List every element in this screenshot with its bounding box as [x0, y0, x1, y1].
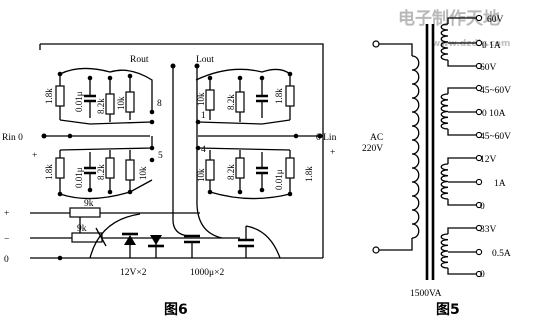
secondary-coil: [440, 23, 449, 61]
tap-terminal: [475, 224, 483, 232]
right-channel: [195, 68, 299, 200]
tap-terminal: [475, 14, 483, 22]
label-r-1k8-lb: 1.8k: [44, 164, 54, 180]
label-r-9k-bottom: 9k: [77, 224, 87, 234]
label-plus-left: +: [32, 151, 37, 161]
tap-label: 33V: [480, 225, 497, 235]
tap-terminal: [475, 62, 483, 70]
label-r-1k8-lt: 1.8k: [44, 88, 54, 104]
label-caps: 1000μ×2: [190, 268, 224, 278]
zener-diodes: [122, 232, 164, 258]
tap-label: 60V: [480, 63, 497, 73]
tap-terminal: [475, 178, 483, 186]
secondary-coil: [440, 233, 449, 269]
label-c-rb: 0.01μ: [274, 169, 284, 190]
tap-terminal: [475, 131, 483, 139]
label-minus-rail: −: [4, 235, 9, 245]
tap-label: 45~60V: [480, 132, 511, 142]
tap-label: 0: [480, 202, 485, 212]
label-plus-rail: +: [4, 209, 9, 219]
tap-label: 0 1A: [482, 41, 501, 51]
label-pin-4: 4: [201, 145, 206, 155]
label-r-1k8-rt: 1.8k: [274, 88, 284, 104]
tap-label: 60V: [487, 15, 504, 25]
secondary-coil: [440, 163, 449, 200]
label-plus-right: +: [330, 148, 335, 158]
fig6-board: [30, 43, 324, 261]
label-primary: AC 220V: [362, 133, 386, 154]
label-r-10k-rb: 10k: [196, 168, 206, 182]
filter-capacitors: [184, 226, 254, 258]
fig6-caption: 图6: [164, 302, 188, 318]
label-primary-line1: AC: [370, 133, 383, 143]
tap-terminal: [475, 201, 483, 209]
tap-label: 45~60V: [480, 86, 511, 96]
label-r-10k-lt: 10k: [116, 96, 126, 110]
label-r-8k2-lt: 8.2k: [96, 98, 106, 114]
label-ground-rail: 0: [4, 255, 9, 265]
label-pin-5: 5: [158, 151, 163, 161]
label-r-1k8-rb: 1.8k: [304, 166, 314, 182]
secondary-lead: [447, 17, 476, 67]
tap-terminal: [475, 108, 483, 116]
secondary-lead: [447, 87, 476, 136]
label-lout: Lout: [196, 55, 214, 65]
label-rin: Rin 0: [2, 133, 23, 143]
fig5-transformer: [372, 14, 483, 280]
tap-terminal: [475, 270, 483, 278]
tap-terminal: [475, 248, 483, 256]
tap-terminal: [475, 154, 483, 162]
label-r-9k-top: 9k: [84, 199, 94, 209]
label-zener: 12V×2: [120, 268, 147, 278]
secondary-windings: [440, 14, 483, 278]
tap-label: 0: [480, 270, 485, 280]
tap-label: 0.5A: [492, 249, 511, 259]
label-r-10k-rt: 10k: [196, 92, 206, 106]
primary-coil: [411, 55, 420, 239]
tap-label: 12V: [480, 155, 497, 165]
label-primary-line2: 220V: [362, 144, 383, 154]
label-r-8k2-lb: 8.2k: [96, 164, 106, 180]
resistor-9k-top: [69, 207, 101, 218]
label-pin-8: 8: [157, 99, 162, 109]
fig5-caption: 图5: [436, 302, 460, 318]
label-c-lt: 0.01μ: [74, 91, 84, 112]
tap-terminal: [475, 39, 483, 47]
label-pin-1: 1: [201, 111, 206, 121]
secondary-lead: [447, 157, 476, 206]
label-r-8k2-rb: 8.2k: [226, 164, 236, 180]
label-lin: 0 Lin: [316, 133, 337, 143]
label-rout: Rout: [130, 55, 149, 65]
watermark-url: www.dzdiy.com: [432, 39, 510, 49]
secondary-lead: [447, 227, 476, 275]
label-r-10k-lb: 10k: [138, 166, 148, 180]
label-rating: 1500VA: [410, 289, 442, 299]
left-channel: [55, 67, 155, 200]
tap-label: 0 10A: [482, 109, 506, 119]
label-c-lb: 0.01μ: [74, 167, 84, 188]
label-r-8k2-rt: 8.2k: [226, 94, 236, 110]
tap-terminal: [475, 84, 483, 92]
secondary-coil: [440, 93, 449, 130]
tap-label: 1A: [494, 179, 506, 189]
